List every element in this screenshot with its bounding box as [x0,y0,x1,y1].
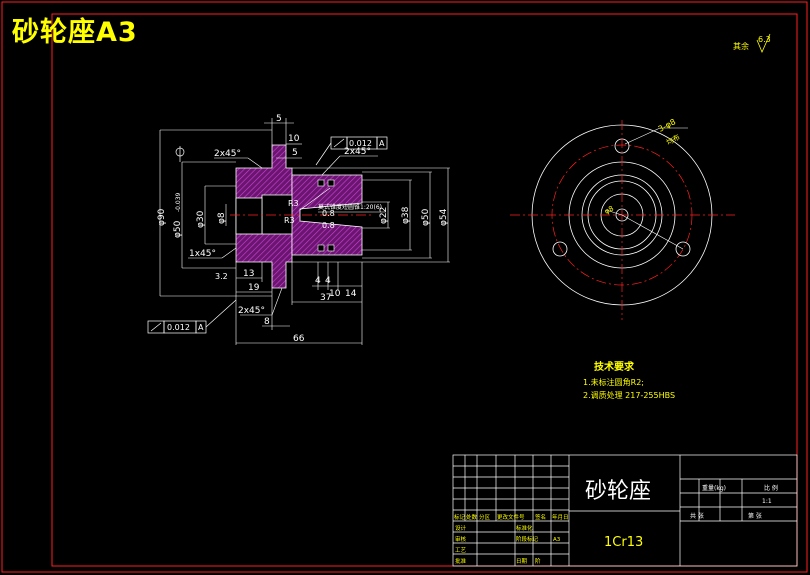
dimension-lines [159,118,450,345]
title-craft: 工艺 [455,547,467,554]
dim-rough-08a: 0.8 [322,209,335,218]
tech-req-title: 技术要求 [594,360,635,373]
tolerance-frame-bottom [147,299,237,334]
title-cell-mark: 标记 [454,513,466,521]
dim-d54: φ54 [439,208,449,226]
dim-len-10: 10 [329,289,341,299]
key-slot-bot [317,244,325,252]
title-approve: 批准 [455,557,467,565]
dim-d38: φ38 [401,206,411,224]
roughness-symbol-icon [756,33,771,54]
dim-chamfer-left: 2x45° [214,149,241,159]
dim-top-10: 10 [288,134,300,144]
title-ratio-label: 比 例 [764,484,778,492]
dim-chamfer-1x45: 1x45° [189,249,216,259]
key-slot-top2 [327,179,335,187]
title-check: 审核 [455,535,467,543]
dim-len-37: 37 [320,293,331,303]
tech-req-item-2: 2.调质处理 217-255HBS [583,390,675,400]
roughness-value: 6.3 [758,35,771,44]
dim-d22: φ22 [379,207,389,224]
dim-top-5: 5 [276,114,282,124]
dim-len-4b: 4 [325,276,331,286]
end-view-holes-label: 3-φ8 [657,117,677,134]
bolt-hole-right [675,241,691,257]
roughness-label: 其余 [733,41,749,51]
title-block [452,454,798,567]
title-date: 日期 [516,558,528,565]
title-std: 标准化 [516,524,533,532]
dimension-labels: 5 10 5 2x45° 2x45° 13 19 8 4 4 10 14 37 … [157,114,449,344]
inner-frame [51,13,798,567]
title-cell-sign: 签名 [535,513,546,521]
title-size: A3 [553,537,561,543]
title-cell-count: 处数 [466,513,478,521]
title-material: 1Cr13 [604,535,643,550]
dim-r3-top: R3 [288,199,299,208]
page-title: 砂轮座A3 [12,17,138,48]
dim-rough-32: 3.2 [215,272,228,281]
key-slot-bot2 [327,244,335,252]
end-view [510,120,735,320]
section-view [230,144,372,289]
key-slot-top [317,179,325,187]
title-weight-label: 重量(kg) [702,484,726,492]
dim-note-taper: 莫式锥度短圆锥1:20(6) [318,203,382,211]
dim-len-14: 14 [345,289,357,299]
dim-len-13: 13 [243,269,254,279]
tol-bottom-value: 0.012 [167,323,190,332]
dim-chamfer-bottom: 2x45° [238,306,265,316]
dim-top-5b: 5 [292,148,298,158]
dim-len-19: 19 [248,283,260,293]
bolt-hole-left [552,241,568,257]
tol-bottom-datum: A [198,323,204,332]
title-cell-zone: 分区 [479,513,491,521]
title-cell-date: 年月日 [552,513,569,521]
title-design: 设计 [455,524,467,532]
dim-len-66: 66 [293,334,305,344]
dim-chamfer-right: 2x45° [344,147,371,157]
datum-symbol-icon [175,146,185,162]
dim-rough-08b: 0.8 [322,221,335,230]
dim-d50: φ50 [173,220,183,238]
end-view-holes-sub: 均布 [665,132,682,147]
dim-len-8: 8 [264,317,270,327]
dim-d50b: φ50 [421,208,431,226]
title-ratio-value: 1:1 [762,498,772,505]
dim-r3-bottom: R3 [284,216,295,225]
title-left-labels: 标记 处数 分区 更改文件号 签名 年月日 设计 标准化 审核 阶段标记 A3 … [454,513,569,565]
title-stage: 阶段标记 [516,535,539,543]
tol-top-value: 0.012 [349,139,372,148]
dim-d30: φ30 [196,210,206,228]
dim-d50-tol: -0.039 [175,192,182,212]
dim-d90: φ90 [157,208,167,226]
tolerance-frame-top [315,136,388,166]
section-body-hub [291,174,363,256]
tol-top-datum: A [379,139,385,148]
title-sheet-label: 第 张 [748,512,762,520]
title-cell-change: 更改文件号 [497,513,525,521]
end-view-center-label: φ8 [603,204,615,215]
title-count-label: 共 张 [690,512,704,520]
title-part-name: 砂轮座 [585,479,651,504]
title-tag: 阶 [535,557,541,565]
section-bore [235,197,263,235]
dim-d8: φ8 [217,212,227,224]
tech-req-item-1: 1.未标注圆角R2; [583,377,644,387]
dim-len-4a: 4 [315,276,321,286]
